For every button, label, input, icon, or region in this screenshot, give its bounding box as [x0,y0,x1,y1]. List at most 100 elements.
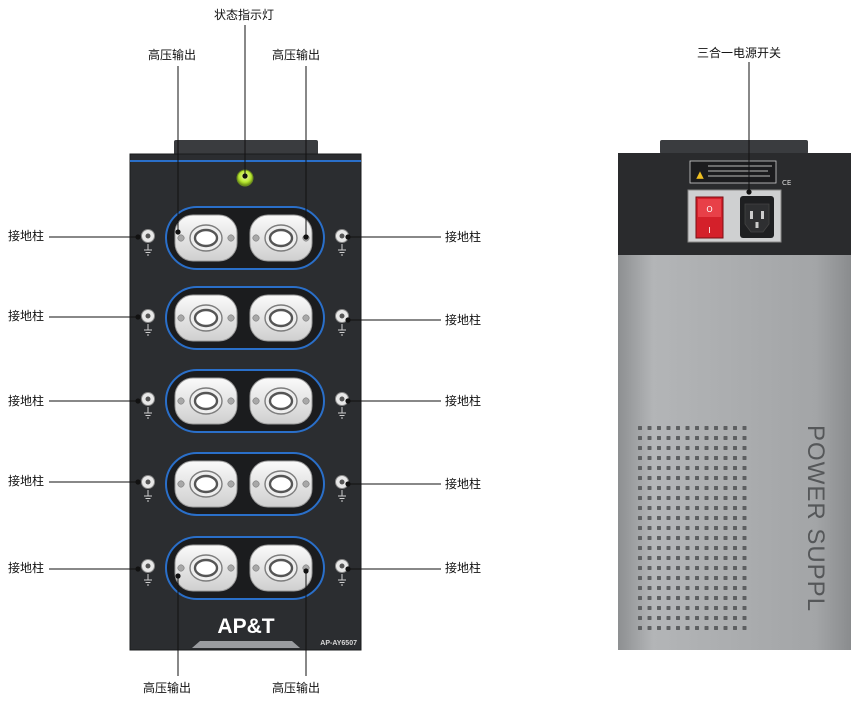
ground-post-label-right: 接地柱 [445,394,482,408]
vent-hole [638,536,642,540]
connector-screw [227,234,235,242]
vent-hole [704,546,709,550]
vent-hole [733,626,737,630]
vent-hole [657,516,661,520]
vent-hole [657,466,661,470]
vent-hole [695,476,699,480]
vent-hole [657,436,661,440]
leader-endpoint [135,479,141,485]
vent-hole [733,466,737,470]
front-top-handle [174,140,318,156]
vent-hole [685,526,690,530]
vent-hole [657,446,661,450]
connector-hole [268,558,294,578]
leader-endpoint [345,317,351,323]
vent-hole [666,496,671,500]
output-row [141,286,349,350]
vent-hole [695,626,699,630]
ground-post [335,229,349,256]
vent-hole [723,586,728,590]
connector-screw [227,480,235,488]
vent-hole [742,516,747,520]
vent-hole [742,476,747,480]
vent-hole [676,556,680,560]
vent-hole [742,596,747,600]
connector-hole [268,228,294,248]
vent-hole [695,536,699,540]
vent-hole [666,516,671,520]
vent-hole [685,446,690,450]
vent-hole [657,536,661,540]
power-switch-label: 三合一电源开关 [697,46,782,60]
ground-post-center [145,396,151,402]
vent-hole [647,606,652,610]
switch-off-glyph: O [706,205,712,214]
vent-hole [657,606,661,610]
vent-hole [657,556,661,560]
vent-hole [742,566,747,570]
leader-endpoint [345,234,351,240]
iec-power-inlet[interactable] [740,196,774,238]
vent-hole [695,566,699,570]
vent-hole [676,536,680,540]
vent-hole [714,626,718,630]
hv-output-connector [249,214,313,262]
vent-hole [685,566,690,570]
vent-hole [695,526,699,530]
vent-hole [714,486,718,490]
vent-hole [723,516,728,520]
vent-hole [676,596,680,600]
vent-hole [676,436,680,440]
vent-hole [714,426,718,430]
connector-screw [252,564,260,572]
vent-hole [657,596,661,600]
vent-grid [638,426,747,630]
vent-hole [704,596,709,600]
vent-hole [666,426,671,430]
vent-hole [666,556,671,560]
vent-hole [704,586,709,590]
leader-endpoint [135,398,141,404]
leader-endpoint [345,566,351,572]
vent-hole [666,476,671,480]
connector-screw [302,480,310,488]
ground-post-label-left: 接地柱 [8,309,45,323]
warning-label [689,160,777,184]
ground-post [335,559,349,586]
vent-hole [742,536,747,540]
hv-output-connector [249,377,313,425]
ground-post-center [145,479,151,485]
vent-hole [714,606,718,610]
vent-hole [714,556,718,560]
connector-screw [177,397,185,405]
vent-hole [714,506,718,510]
leader-endpoint [135,566,141,572]
ground-post [141,392,155,419]
vent-hole [742,586,747,590]
vent-hole [742,626,747,630]
vent-hole [714,586,718,590]
vent-hole [742,616,747,620]
vent-hole [695,596,699,600]
ground-post-center [145,563,151,569]
vent-hole [676,466,680,470]
vent-hole [723,576,728,580]
vent-hole [733,516,737,520]
vent-hole [742,556,747,560]
vent-hole [685,576,690,580]
vent-hole [695,506,699,510]
connector-screw [252,480,260,488]
vent-hole [676,606,680,610]
vent-hole [714,576,718,580]
vent-hole [714,566,718,570]
connector-hole [268,391,294,411]
vent-hole [666,456,671,460]
vent-hole [676,426,680,430]
vent-hole [733,566,737,570]
vent-hole [695,436,699,440]
ground-post [141,475,155,502]
vent-hole [647,616,652,620]
vent-hole [676,516,680,520]
vent-hole [695,486,699,490]
vent-hole [695,446,699,450]
